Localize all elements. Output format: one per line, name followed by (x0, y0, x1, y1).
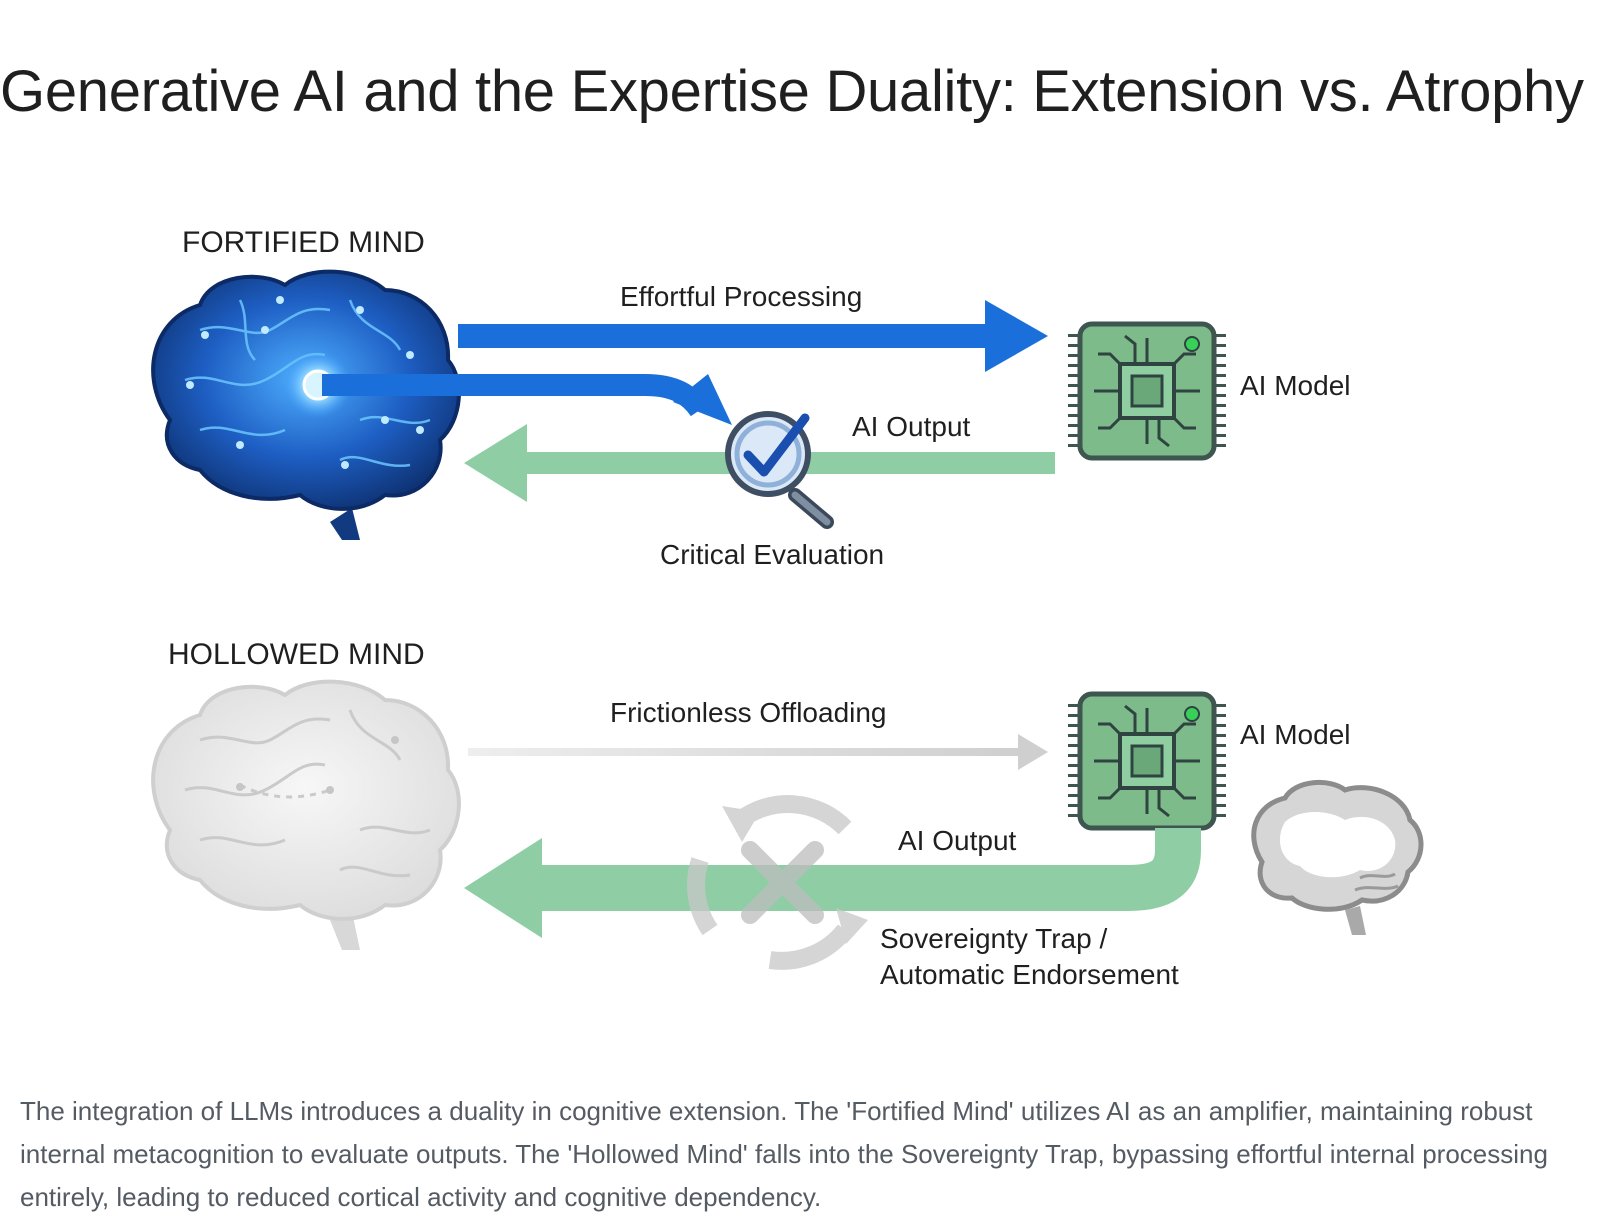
sovereignty-trap-label-line1: Sovereignty Trap / (880, 923, 1107, 954)
hollowed-ai-output-label: AI Output (898, 825, 1017, 856)
evaluation-arrow (322, 374, 732, 425)
frictionless-offloading-label: Frictionless Offloading (610, 697, 887, 728)
critical-evaluation-icon (725, 411, 834, 529)
hollowed-brain-icon (151, 679, 461, 950)
fortified-ai-output-label: AI Output (852, 411, 971, 442)
fortified-mind-heading: FORTIFIED MIND (182, 226, 425, 259)
hollowed-ai-output-arrow (464, 828, 1201, 938)
fortified-brain-icon (151, 269, 461, 540)
hollowed-ai-model-label: AI Model (1240, 719, 1351, 750)
diagram-caption: The integration of LLMs introduces a dua… (20, 1096, 1548, 1212)
fortified-ai-chip-icon (1068, 321, 1226, 461)
hollowed-ai-chip-icon (1068, 691, 1226, 831)
expertise-duality-diagram: FORTIFIED MIND Effortful Processing (151, 226, 1424, 990)
page-title: Generative AI and the Expertise Duality:… (0, 59, 1584, 124)
critical-evaluation-label: Critical Evaluation (660, 539, 884, 570)
sovereignty-trap-label-line2: Automatic Endorsement (880, 959, 1179, 990)
hollowed-mind-heading: HOLLOWED MIND (168, 638, 425, 671)
frictionless-offloading-arrow (468, 734, 1048, 770)
fortified-ai-model-label: AI Model (1240, 370, 1351, 401)
broken-cycle-icon (687, 795, 868, 970)
effortful-processing-label: Effortful Processing (620, 281, 862, 312)
effortful-processing-arrow (458, 300, 1048, 372)
shrunken-brain-icon (1251, 779, 1424, 935)
